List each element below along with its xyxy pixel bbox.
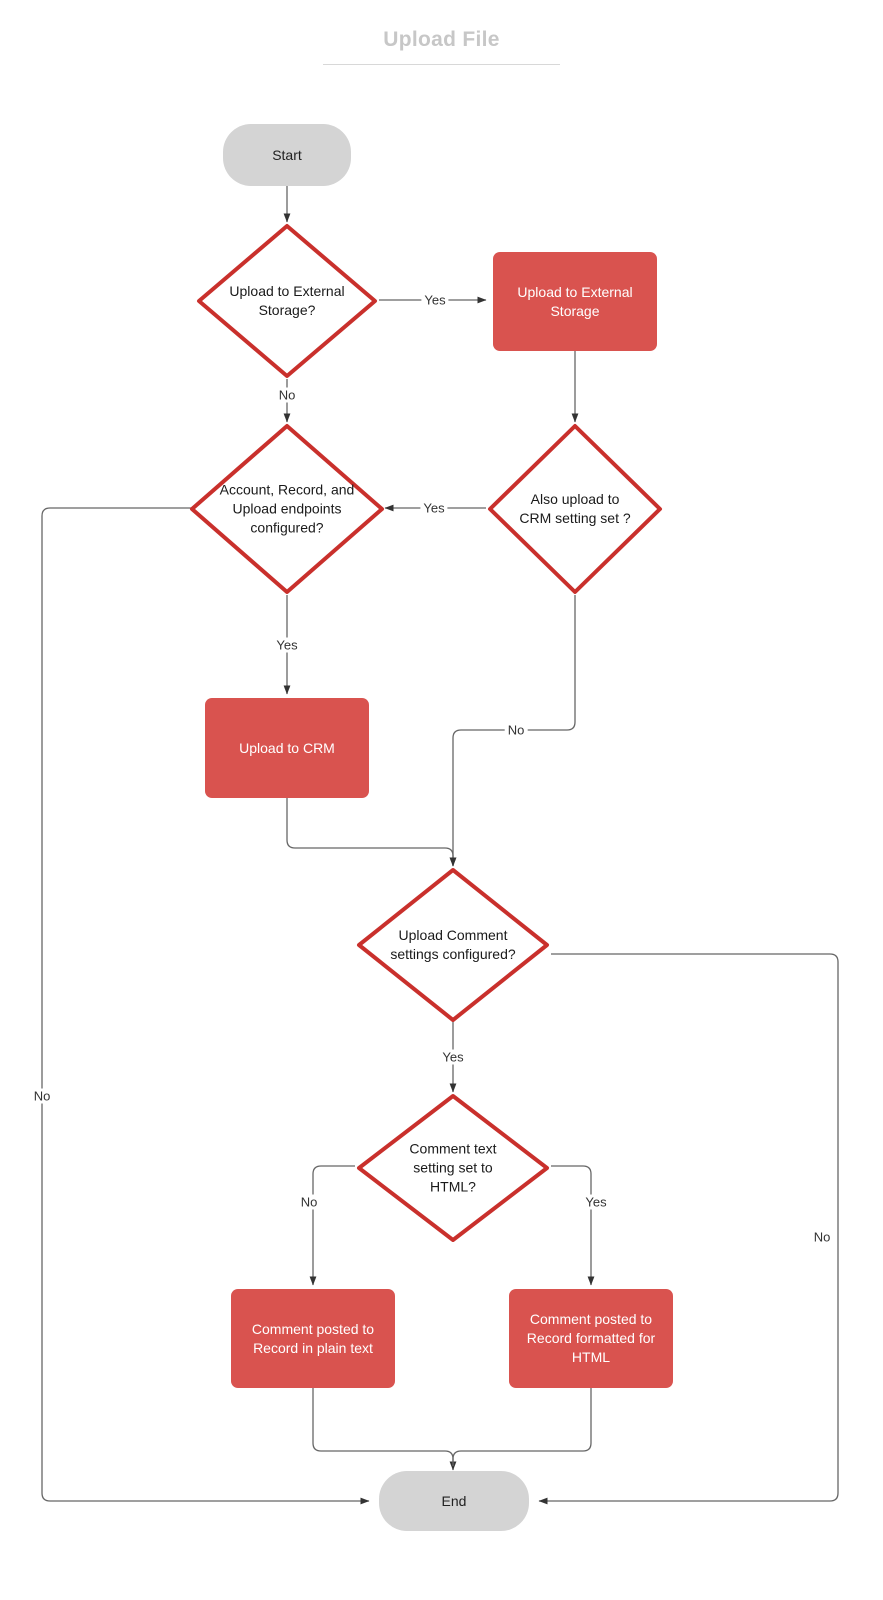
node-label-end: End — [441, 1493, 467, 1509]
decision-endpoints-configured[interactable]: Account, Record, and Upload endpoints co… — [188, 422, 386, 596]
decision-line-2: Storage? — [258, 302, 316, 318]
decision-line-1: Also upload to — [530, 491, 620, 507]
decision-label-crm-setting: Also upload to CRM setting set ? — [519, 490, 630, 528]
node-end[interactable]: End — [379, 1471, 529, 1531]
edge-endpoints-no — [41, 507, 370, 1505]
edge-comment-html-yes — [551, 1165, 595, 1286]
edge-label-comment-html-no: No — [297, 1194, 321, 1210]
diamond-shape-comment-settings — [357, 868, 549, 1022]
node-label-start: Start — [272, 147, 302, 163]
decision-line-1: Account, Record, and — [219, 481, 355, 498]
node-upload-to-external-storage[interactable]: Upload to External Storage — [493, 252, 657, 351]
edge-plain-text-to-end — [312, 1387, 457, 1471]
node-upload-to-crm[interactable]: Upload to CRM — [205, 698, 369, 798]
edge-label-upload-external-no: No — [275, 387, 299, 403]
process-line-2: Storage — [550, 302, 600, 319]
decision-line-2: Upload endpoints — [232, 500, 342, 517]
decision-line-3: configured? — [250, 519, 324, 536]
decision-label-upload-external: Upload to External Storage? — [229, 282, 344, 320]
node-label-comment-html: Comment posted to Record formatted for H… — [527, 1310, 655, 1367]
decision-line-1: Comment text — [409, 1140, 497, 1157]
edge-label-endpoints-no: No — [30, 1088, 54, 1104]
process-line-1: Comment posted to — [529, 1311, 653, 1327]
diagram-title-container: Upload File — [0, 28, 883, 65]
process-line-2: Record formatted for — [526, 1330, 656, 1346]
decision-line-1: Upload Comment — [398, 927, 508, 943]
decision-line-3: HTML? — [430, 1178, 476, 1195]
page-title: Upload File — [323, 28, 560, 65]
decision-label-endpoints: Account, Record, and Upload endpoints co… — [220, 481, 355, 538]
diamond-shape-crm-setting — [488, 424, 662, 594]
decision-line-2: settings configured? — [390, 946, 516, 962]
diamond-shape-upload-external — [197, 224, 377, 378]
node-comment-plain-text[interactable]: Comment posted to Record in plain text — [231, 1289, 395, 1388]
node-label-upload-crm: Upload to CRM — [239, 739, 335, 756]
diamond-shape-endpoints — [190, 424, 384, 594]
node-label-upload-external-storage: Upload to External Storage — [517, 283, 632, 321]
decision-line-2: CRM setting set ? — [519, 510, 631, 526]
process-line-3: HTML — [571, 1349, 611, 1365]
decision-line-1: Upload to External — [229, 283, 345, 299]
edge-comment-html-no — [309, 1165, 355, 1286]
edge-label-upload-external-yes: Yes — [421, 292, 449, 308]
edge-html-to-end — [452, 1387, 592, 1466]
decision-upload-to-external-storage[interactable]: Upload to External Storage? — [195, 222, 379, 380]
decision-also-upload-to-crm[interactable]: Also upload to CRM setting set ? — [486, 422, 664, 596]
edge-label-comment-html-yes: Yes — [582, 1194, 610, 1210]
decision-line-2: setting set to — [413, 1159, 493, 1176]
diamond-shape-comment-html — [357, 1094, 549, 1242]
node-start[interactable]: Start — [223, 124, 351, 186]
node-label-comment-plain: Comment posted to Record in plain text — [252, 1320, 374, 1358]
node-comment-html-formatted[interactable]: Comment posted to Record formatted for H… — [509, 1289, 673, 1388]
edge-label-crm-setting-no: No — [504, 722, 528, 738]
edge-label-comment-settings-yes: Yes — [439, 1049, 467, 1065]
process-line-2: Record in plain text — [253, 1339, 373, 1356]
edge-label-endpoints-yes: Yes — [273, 637, 301, 653]
process-line-1: Comment posted to — [251, 1320, 375, 1337]
edge-label-comment-settings-no: No — [810, 1229, 834, 1245]
decision-comment-text-html[interactable]: Comment text setting set to HTML? — [355, 1092, 551, 1244]
decision-label-comment-html: Comment text setting set to HTML? — [409, 1140, 496, 1197]
edge-comment-settings-no — [538, 953, 839, 1505]
edge-label-crm-setting-yes: Yes — [420, 500, 448, 516]
decision-upload-comment-settings[interactable]: Upload Comment settings configured? — [355, 866, 551, 1024]
process-line-1: Upload to External — [517, 283, 633, 300]
edge-upload-crm-to-comment-decision — [286, 798, 457, 867]
decision-label-comment-settings: Upload Comment settings configured? — [390, 926, 515, 964]
